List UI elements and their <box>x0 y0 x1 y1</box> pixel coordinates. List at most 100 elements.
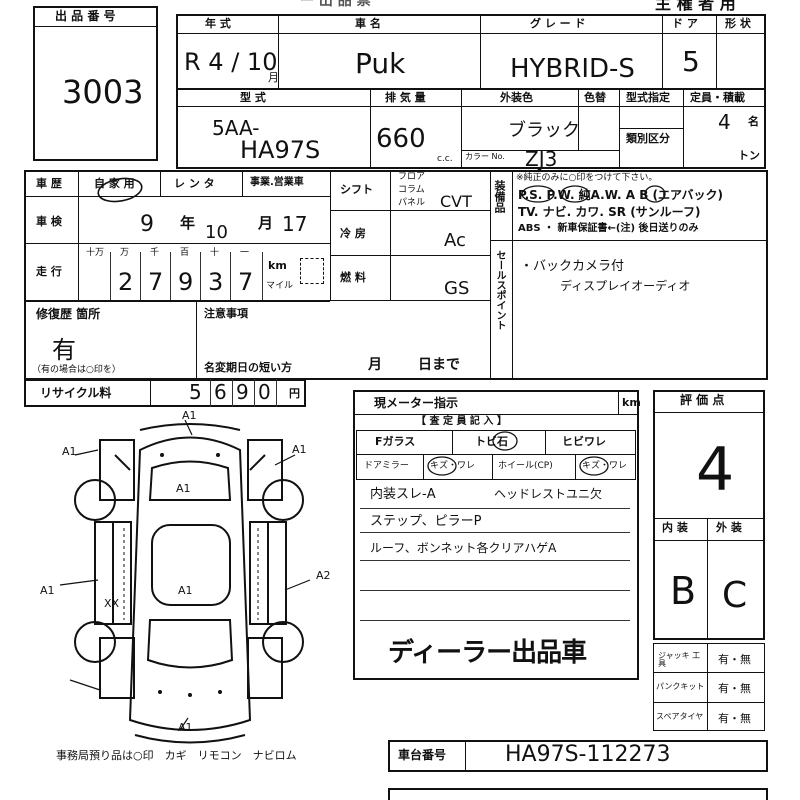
inspector-note-3: ステップ、ピラーP <box>370 514 482 529</box>
grade-label: グ レ ー ド <box>530 17 586 30</box>
recycle-digit-3: 9 <box>236 380 249 404</box>
vehicle-table <box>176 14 766 169</box>
doors-label: ド ア <box>672 17 698 30</box>
digit-header-1k: 千 <box>150 248 160 258</box>
digit-header-1: 一 <box>240 248 250 258</box>
shift-label: シフト <box>340 183 373 196</box>
doors-value: 5 <box>682 45 700 78</box>
inspector-section-label: 【 査 定 員 記 入 】 <box>416 416 507 427</box>
history-table <box>24 170 768 380</box>
cc-unit: c.c. <box>437 154 453 164</box>
grade-score-value: 4 <box>696 435 735 505</box>
equipment-note: ※純正のみに○印をつけて下さい。 <box>516 173 658 183</box>
exterior-label: 外 装 <box>716 521 742 534</box>
yen-unit: 円 <box>289 387 300 400</box>
digit-header-100: 百 <box>180 248 190 258</box>
damage-mark-left-side: A1 <box>40 584 55 597</box>
cell-wheel-damage: キズ・ワレ <box>582 461 628 471</box>
km-unit: km <box>268 259 287 272</box>
inspector-note-1: 内装スレ-A <box>370 487 436 502</box>
inspector-note-2: ヘッドレストユニ欠 <box>494 487 603 501</box>
inspection-month-unit: 月 <box>258 214 274 232</box>
grade-score-label: 評 価 点 <box>680 393 725 407</box>
sales-point-label: セールスポイント <box>494 250 505 330</box>
damage-mark-left-step: XX <box>104 597 120 610</box>
inspection-label: 車 検 <box>36 215 62 228</box>
recycle-digit-4: 0 <box>258 380 271 404</box>
rental-option: レ ン タ <box>174 177 215 190</box>
equipment-line-3: ABS ・ 新車保証書←(注) 後日送りのみ <box>518 223 699 234</box>
digit-header-100k: 十万 <box>86 248 105 258</box>
mile-checkbox[interactable] <box>300 258 324 284</box>
repair-history-note: （有の場合は○印を） <box>32 365 121 375</box>
accessory-puncture-label: パンクキット <box>656 682 705 691</box>
year-month-suffix: 月 <box>268 71 279 84</box>
mileage-digit-3: 9 <box>178 268 194 296</box>
model-value-1: 5AA- <box>212 116 260 140</box>
model-value-2: HA97S <box>240 136 321 164</box>
owner-copy-label: 主 権 者 用 <box>655 0 736 13</box>
chassis-value: HA97S-112273 <box>505 742 671 767</box>
aircon-value: Ac <box>444 230 466 251</box>
accessory-puncture-value: 有・無 <box>718 682 751 695</box>
recycle-digit-2: 6 <box>214 380 227 404</box>
mileage-digit-1: 2 <box>118 268 134 296</box>
cell-mirror-damage: キズ・ワレ <box>430 461 476 471</box>
grade-value: HYBRID-S <box>510 54 635 84</box>
exterior-color-label: 外装色 <box>500 91 533 104</box>
damage-mark-front: A1 <box>182 409 197 422</box>
lot-number: 3003 <box>62 73 144 111</box>
cell-crack: ヒビワレ <box>562 435 606 448</box>
displacement-value: 660 <box>376 124 426 154</box>
year-value: R 4 / 10 <box>184 48 278 76</box>
accessory-jack-value: 有・無 <box>718 653 751 666</box>
year-label: 年 式 <box>205 17 231 30</box>
mileage-digit-2: 7 <box>148 268 164 296</box>
capacity-unit: 名 <box>748 115 759 128</box>
cell-wheel: ホイール(CP) <box>498 461 553 471</box>
shift-option-floor: フロア <box>398 172 426 182</box>
history-label: 車 歴 <box>36 177 62 190</box>
class-label: 類別区分 <box>626 132 670 145</box>
repair-history-value: 有 <box>52 336 76 364</box>
business-option: 事業.営業車 <box>250 177 304 188</box>
ton-unit: トン <box>738 149 760 162</box>
sales-point-line-1: ・バックカメラ付 <box>520 259 625 274</box>
mileage-digit-4: 3 <box>208 268 224 296</box>
equipment-line-2: TV. ナビ. カワ. SR (サンルーフ) <box>518 205 701 219</box>
model-label: 型 式 <box>240 91 266 104</box>
aircon-label: 冷 房 <box>340 227 366 240</box>
accessory-jack-label: ジャッキ 工 具 <box>658 651 701 668</box>
meter-label: 現メーター指示 <box>374 396 459 410</box>
rename-deadline-label: 名変期日の短い方 <box>204 361 292 374</box>
accessories-box <box>653 643 765 731</box>
digit-header-10: 十 <box>210 248 220 258</box>
repaint-label: 色替 <box>584 91 606 104</box>
capacity-value: 4 <box>718 110 731 134</box>
meter-km-unit: km <box>622 396 641 409</box>
damage-mark-front-left: A1 <box>62 445 77 458</box>
damage-mark-roof: A1 <box>178 584 193 597</box>
cell-windshield: Fガラス <box>375 435 416 448</box>
lot-number-label: 出 品 番 号 <box>55 9 116 23</box>
recycle-fee-box <box>24 379 306 407</box>
type-cert-label: 型式指定 <box>626 91 670 104</box>
car-name-value: Puk <box>355 47 406 80</box>
color-no-label: カラー No. <box>465 152 505 161</box>
damage-mark-front-right: A1 <box>292 443 307 456</box>
damage-mark-rear: A1 <box>178 721 193 734</box>
inspection-month: 10 <box>205 222 228 243</box>
cell-door-mirror: ドアミラー <box>364 461 409 471</box>
shift-option-column: コラム <box>398 185 425 195</box>
grade-box <box>653 390 765 640</box>
recycle-fee-label: リサイクル料 <box>40 386 112 400</box>
form-title: ー 出 品 票 <box>300 0 371 9</box>
displacement-label: 排 気 量 <box>385 91 426 104</box>
exterior-grade: C <box>722 575 748 616</box>
mileage-label: 走 行 <box>36 265 62 278</box>
inspection-year: 9 <box>140 212 154 237</box>
exterior-color-value: ブラック <box>508 120 580 141</box>
damage-mark-hood: A1 <box>176 482 191 495</box>
damage-mark-right-side: A2 <box>316 569 331 582</box>
rename-day: 日まで <box>418 357 460 373</box>
